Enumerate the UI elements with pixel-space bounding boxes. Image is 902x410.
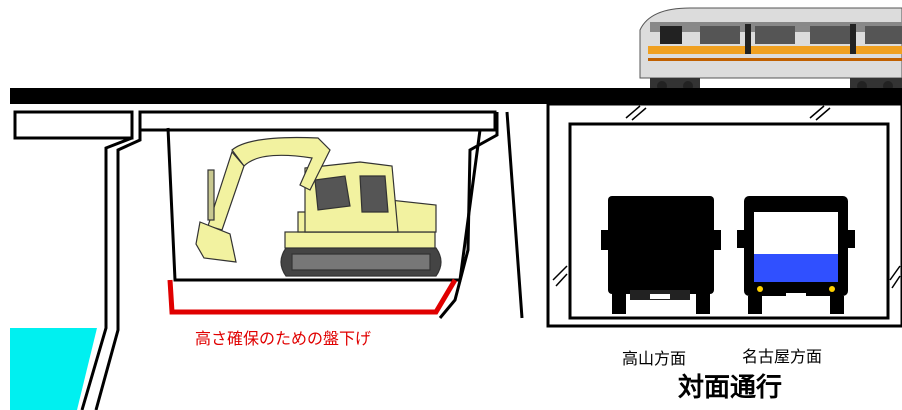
two-way-traffic-label: 対面通行 [678,373,783,403]
lowering-red-line [167,278,458,315]
direction-takayama-label: 高山方面 [622,349,687,368]
truck-left-rear [601,196,721,314]
truck-right-front [737,196,855,314]
box-culvert-inner [568,122,890,320]
lowering-caption: 高さ確保のための盤下げ [195,329,372,348]
water-area [10,328,97,410]
excavator-illustration [195,136,442,277]
center-pier [438,111,524,319]
direction-nagoya-label: 名古屋方面 [742,347,823,366]
bridge-deck [10,88,902,104]
box-culvert-outer [546,102,902,328]
train-illustration [639,7,902,91]
